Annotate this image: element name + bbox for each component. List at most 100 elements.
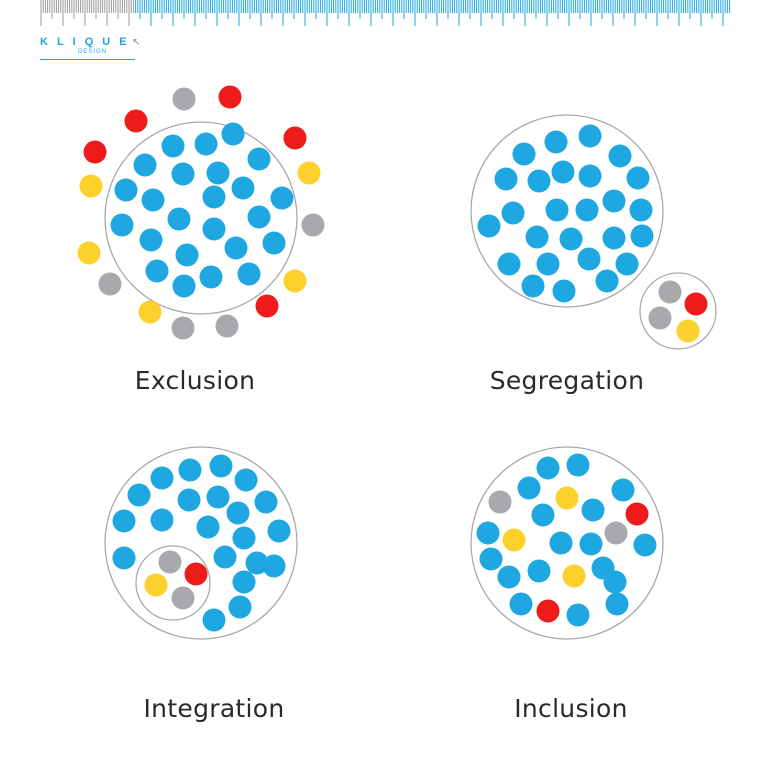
caption-inclusion: Inclusion [514,694,628,723]
blue-dot [178,458,202,482]
blue-dot [150,508,174,532]
logo-underline [40,59,135,60]
blue-dot [199,265,223,289]
blue-dot [476,521,500,545]
yellow-dot [79,174,103,198]
yellow-dot [144,573,168,597]
blue-dot [497,252,521,276]
blue-dot [232,570,256,594]
blue-dot [228,595,252,619]
blue-dot [194,132,218,156]
blue-dot [629,198,653,222]
blue-dot [575,198,599,222]
blue-dot [262,554,286,578]
logo-sub: DESIGN [78,49,108,55]
blue-dot [479,547,503,571]
yellow-dot [138,300,162,324]
blue-dot [110,213,134,237]
blue-dot [196,515,220,539]
blue-dot [226,501,250,525]
red-dot [255,294,279,318]
ruler-banner [40,0,731,26]
blue-dot [171,162,195,186]
blue-dot [141,188,165,212]
blue-dot [527,559,551,583]
blue-dot [615,252,639,276]
blue-dot [494,167,518,191]
red-dot [184,562,208,586]
circle-rings [104,114,717,640]
red-dot [83,140,107,164]
blue-dot [581,498,605,522]
yellow-dot [77,241,101,265]
gray-dot [658,280,682,304]
blue-dot [521,274,545,298]
blue-dot [247,205,271,229]
blue-dot [133,153,157,177]
gray-dot [604,521,628,545]
gray-dot [158,550,182,574]
yellow-dot [562,564,586,588]
caption-integration: Integration [143,694,285,723]
blue-dot [497,565,521,589]
red-dot [124,109,148,133]
blue-dot [267,519,291,543]
blue-dot [549,531,573,555]
red-dot [536,599,560,623]
blue-dot [525,225,549,249]
gray-dot [301,213,325,237]
blue-dot [566,453,590,477]
blue-dot [224,236,248,260]
blue-dot [206,161,230,185]
blue-dot [202,185,226,209]
blue-dot [177,488,201,512]
red-dot [684,292,708,316]
blue-dot [602,226,626,250]
ring-inclusion [470,446,664,640]
blue-dot [545,198,569,222]
blue-dot [202,608,226,632]
caption-segregation: Segregation [489,366,645,395]
blue-dot [161,134,185,158]
yellow-dot [297,161,321,185]
ring-segregation-small [639,272,717,350]
blue-dot [630,224,654,248]
ring-integration [104,446,298,640]
blue-dot [127,483,151,507]
gray-dot [488,490,512,514]
gray-dot [172,87,196,111]
blue-dot [112,546,136,570]
gray-dot [171,316,195,340]
blue-dot [536,252,560,276]
blue-dot [270,186,294,210]
blue-dot [232,526,256,550]
blue-dot [566,603,590,627]
blue-dot [262,231,286,255]
blue-dot [202,217,226,241]
blue-dot [608,144,632,168]
blue-dot [602,189,626,213]
blue-dot [254,490,278,514]
blue-dot [112,509,136,533]
blue-dot [577,247,601,271]
ring-segregation [470,114,664,308]
blue-dot [531,503,555,527]
blue-dot [114,178,138,202]
cursor-icon: ↖ [132,37,141,48]
logo-word: KLIQUE [40,36,136,48]
blue-dot [603,570,627,594]
people-dots [77,85,708,632]
gray-dot [98,272,122,296]
blue-dot [206,485,230,509]
red-dot [283,126,307,150]
blue-dot [509,592,533,616]
blue-dot [175,243,199,267]
blue-dot [579,532,603,556]
ring-exclusion [104,121,298,315]
blue-dot [578,124,602,148]
blue-dot [237,262,261,286]
ring-integration-small [135,545,211,621]
blue-dot [139,228,163,252]
blue-dot [517,476,541,500]
